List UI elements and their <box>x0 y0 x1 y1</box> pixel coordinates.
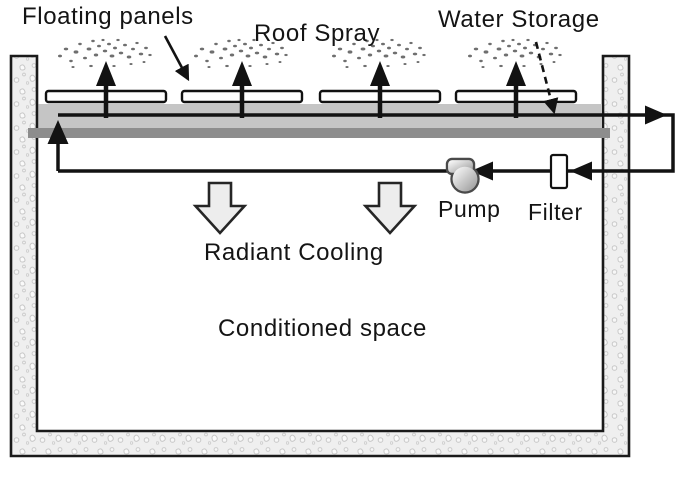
spray-arrowhead <box>506 61 526 86</box>
outlet-right-arrowhead <box>645 105 667 125</box>
spray-jet <box>194 38 288 118</box>
spray-jet <box>468 38 562 118</box>
filter-label: Filter <box>528 199 583 225</box>
water-storage-layer <box>38 104 602 131</box>
pipe-loop <box>56 113 675 173</box>
roof-spray-label: Roof Spray <box>254 20 381 47</box>
roof-spray-jets <box>58 38 562 118</box>
water-storage-label: Water Storage <box>438 6 600 33</box>
pipe-run <box>58 113 675 173</box>
pump-label: Pump <box>438 196 501 222</box>
riser-up-arrowhead <box>47 120 69 144</box>
radiant-cooling-arrows <box>192 181 418 235</box>
filter-icon <box>549 153 569 190</box>
pump-icon <box>445 157 480 194</box>
spray-arrowhead <box>232 61 252 86</box>
pump-inlet-arrowhead <box>471 161 493 181</box>
radiant-cooling-arrow <box>362 181 418 235</box>
roof-slab <box>28 128 610 138</box>
floating-panels-row <box>44 89 578 104</box>
building-walls-and-floor <box>9 54 631 458</box>
floating-panels-label: Floating panels <box>22 3 194 30</box>
spray-jet <box>58 38 152 118</box>
water-storage-pointer-arrow <box>534 41 559 115</box>
radiant-cooling-arrow <box>192 181 248 235</box>
filter-inlet-arrowhead <box>570 161 592 181</box>
spray-arrowhead <box>370 61 390 86</box>
radiant-cooling-label: Radiant Cooling <box>204 239 384 266</box>
floating-panels-pointer-arrow <box>163 35 190 82</box>
conditioned-space-label: Conditioned space <box>218 315 428 342</box>
spray-jet <box>332 38 426 118</box>
spray-arrowhead <box>96 61 116 86</box>
